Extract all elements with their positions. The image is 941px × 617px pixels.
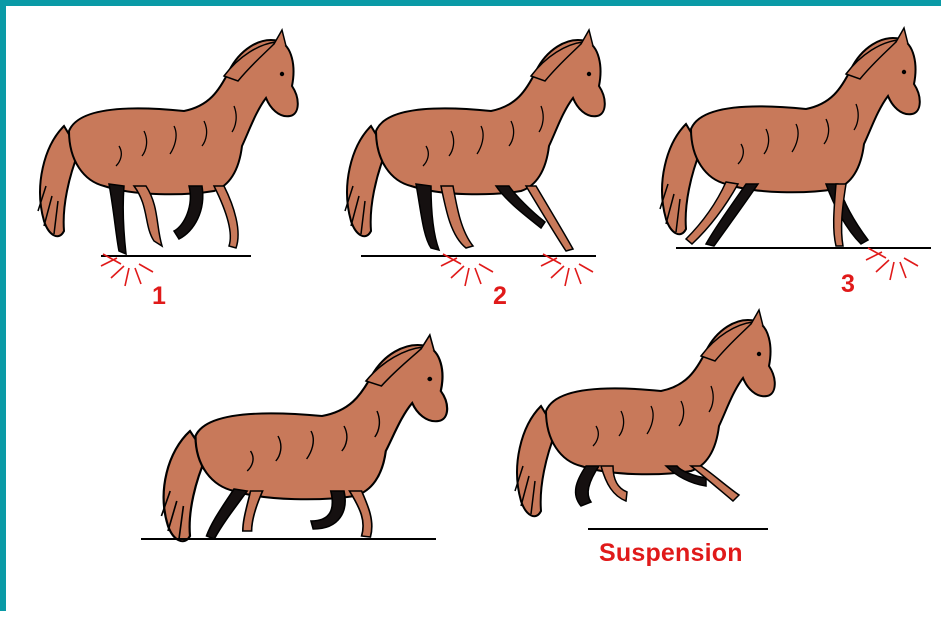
- horse-figure-4: [161, 335, 447, 541]
- hoof-impact-mark-2a: [441, 254, 493, 286]
- gait-diagram: [6, 6, 941, 617]
- suspension-label: Suspension: [599, 539, 743, 568]
- stride-label-2: 2: [493, 282, 507, 311]
- horse-figure-2: [345, 30, 605, 251]
- horse-figure-5: [515, 310, 775, 516]
- horse-figure-3: [660, 28, 920, 246]
- hoof-impact-mark-1: [101, 254, 153, 286]
- stride-label-1: 1: [152, 282, 166, 311]
- hoof-impact-mark-3: [866, 248, 918, 280]
- horse-figure-1: [38, 30, 298, 254]
- stride-label-3: 3: [841, 270, 855, 299]
- hoof-impact-mark-2b: [541, 254, 593, 286]
